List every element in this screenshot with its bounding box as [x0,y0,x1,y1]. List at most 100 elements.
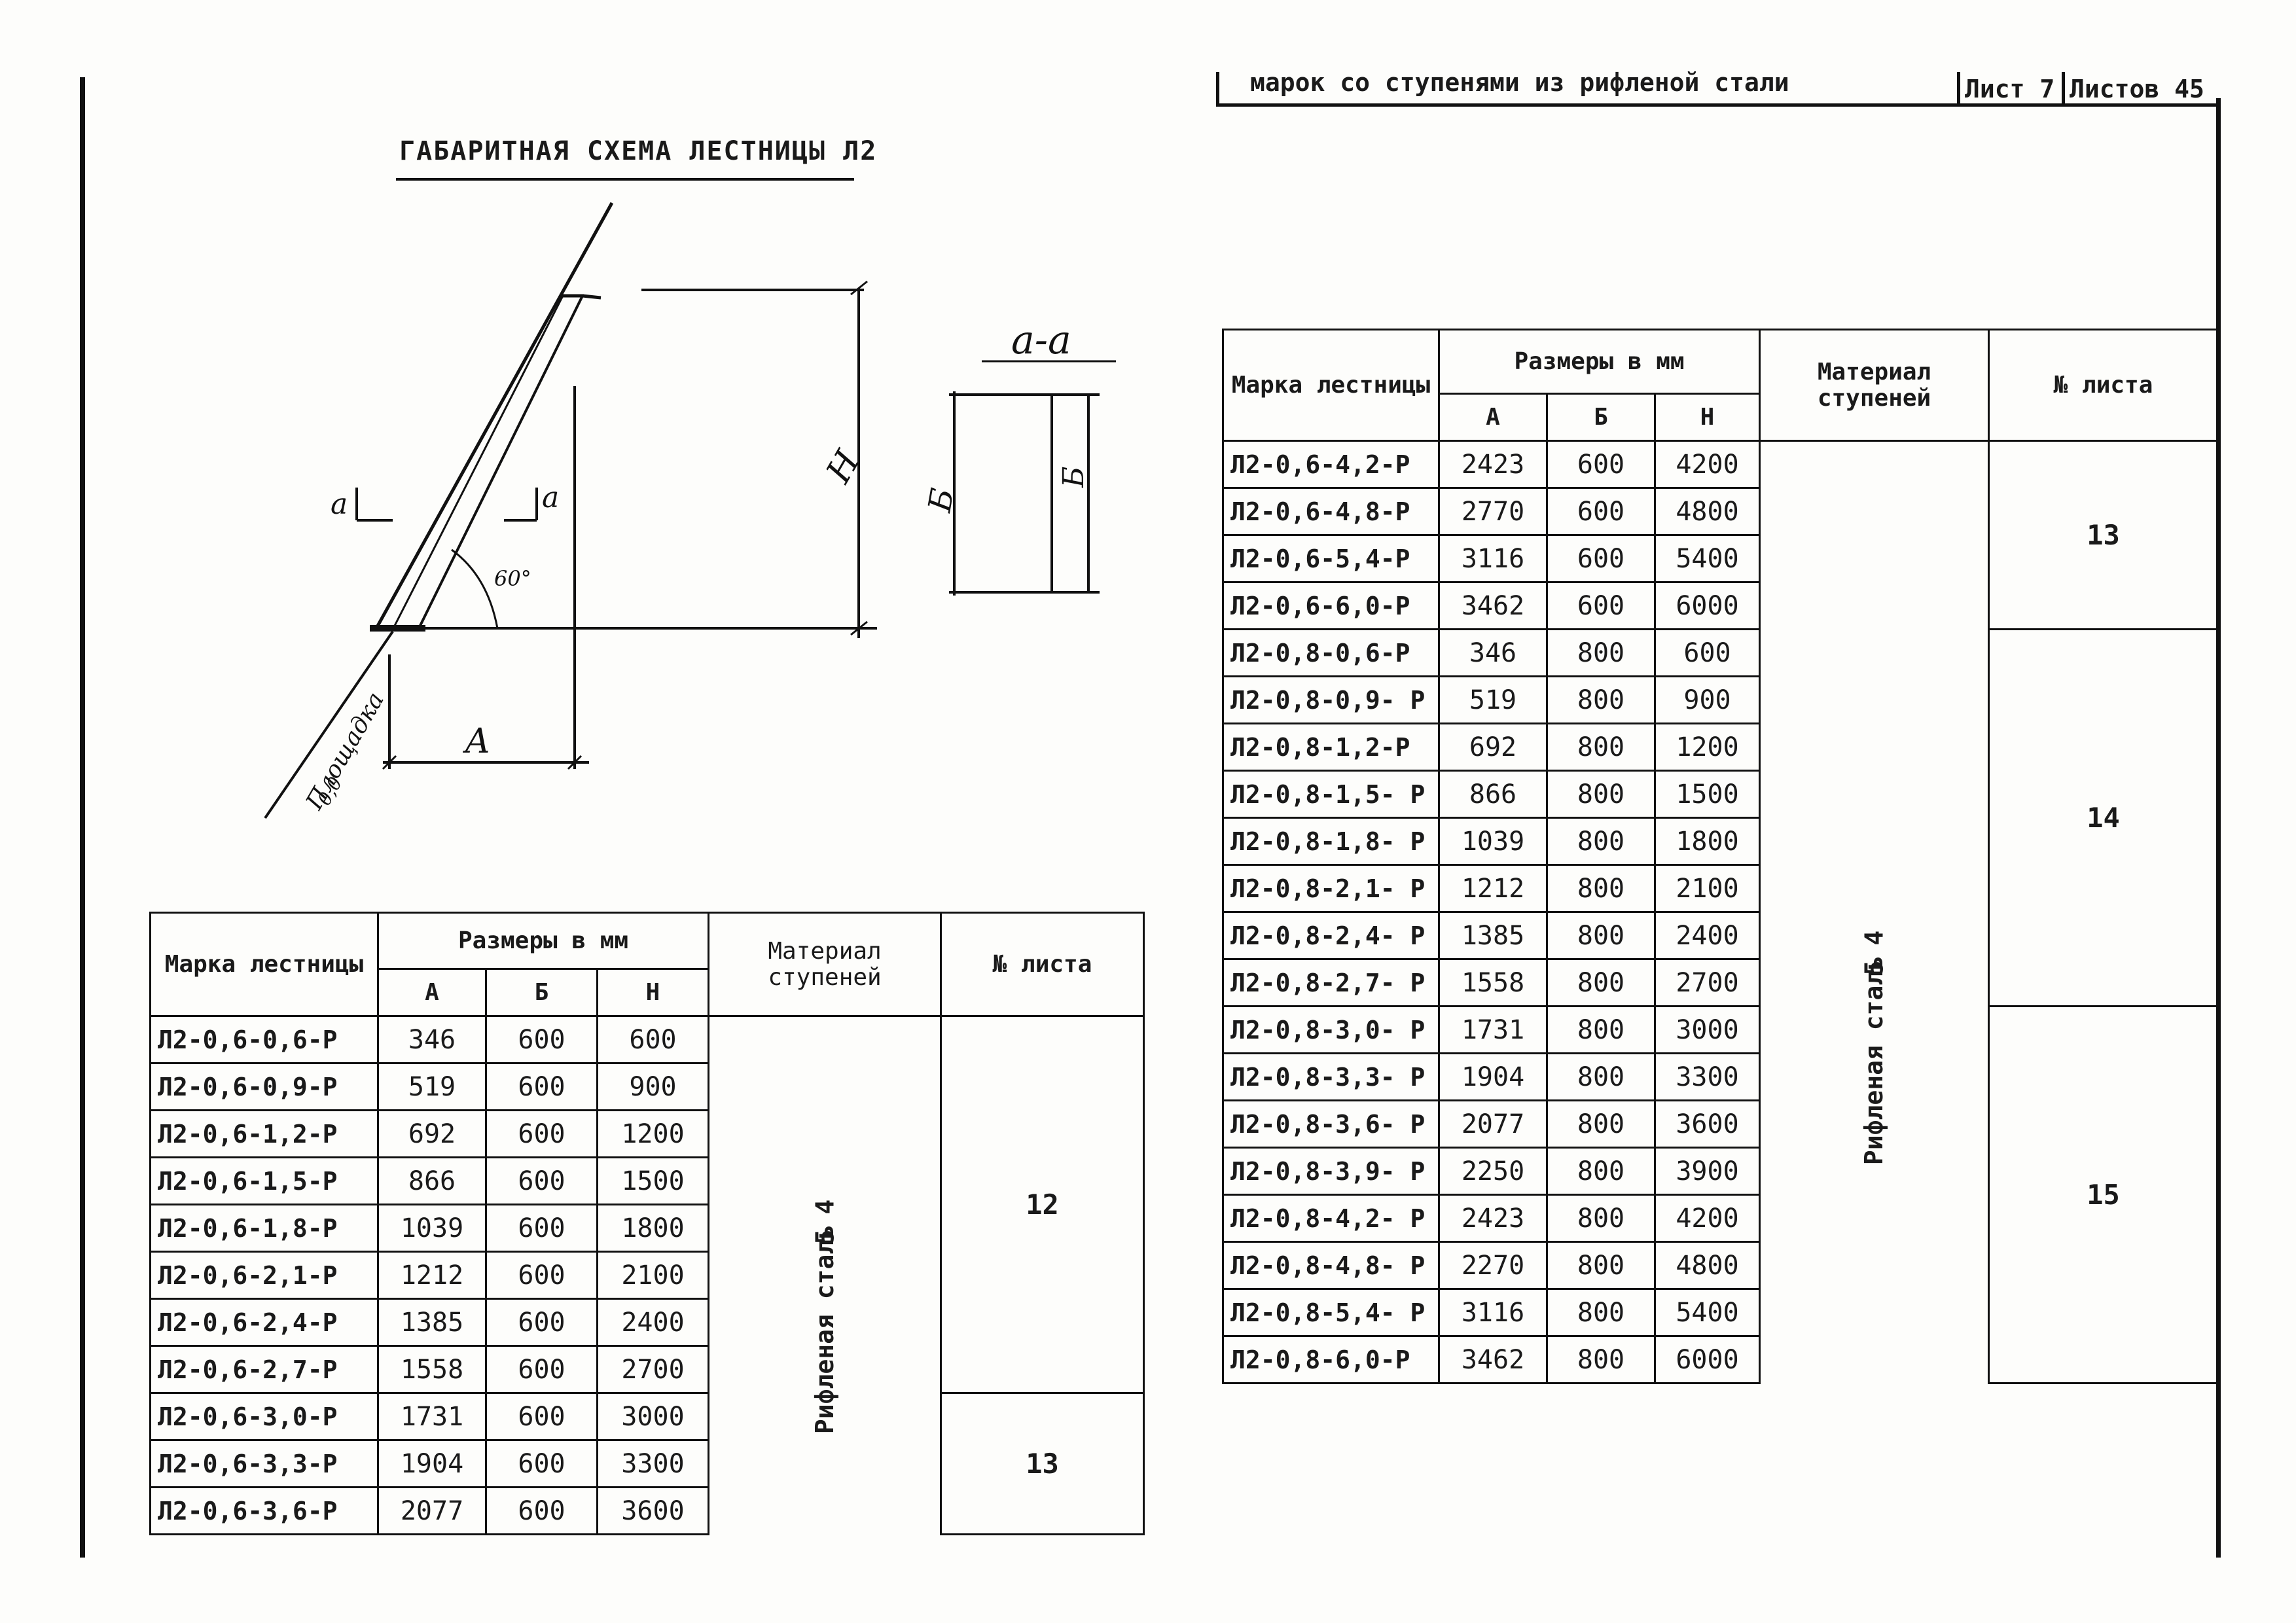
cell-h: 900 [1653,675,1761,724]
cell-mark: Л2-0,6-3,0-Р [149,1392,379,1441]
right-header-h: Н [1653,393,1761,442]
cell-mark: Л2-0,6-3,6-Р [149,1486,379,1535]
right-header-mark: Марка лестницы [1222,329,1440,442]
cell-b: 800 [1546,1005,1656,1054]
scheme-b-section-label: Б [1057,467,1090,488]
cell-mark: Л2-0,6-4,2-Р [1222,440,1440,489]
sheet-number: 15 [2087,1179,2120,1211]
sheet-number-cell: 12 [940,1015,1145,1394]
cell-h: 6000 [1653,1335,1761,1384]
cell-h: 1500 [596,1156,710,1205]
cell-mark: Л2-0,8-1,8- Р [1222,817,1440,866]
cell-mark: Л2-0,8-1,2-Р [1222,722,1440,772]
cell-b: 600 [485,1439,598,1488]
header-sheet-number: Лист 7 [1965,75,2055,103]
cell-b: 800 [1546,911,1656,960]
cell-h: 600 [1653,628,1761,677]
right-margin-line [2216,98,2221,1558]
cell-a: 2270 [1438,1241,1548,1290]
cell-b: 800 [1546,1288,1656,1337]
cell-h: 3000 [596,1392,710,1441]
right-ladder-table: Марка лестницы Размеры в мм Материал сту… [1222,329,2219,1384]
cell-b: 600 [485,1251,598,1300]
cell-b: 600 [1546,534,1656,583]
cell-mark: Л2-0,8-0,9- Р [1222,675,1440,724]
cell-a: 3116 [1438,534,1548,583]
cell-b: 800 [1546,1052,1656,1101]
cell-h: 2700 [1653,958,1761,1007]
sheet-number-cell: 14 [1988,628,2219,1007]
section-rail-profile [1050,393,1090,594]
scheme-a-dim-label: А [462,722,490,761]
ladder-top-hook [582,294,601,300]
cell-h: 2700 [596,1345,710,1394]
left-header-b: Б [485,968,598,1017]
material-blank-cell [1759,440,1990,630]
cell-b: 800 [1546,958,1656,1007]
ladder-rail-inner [418,295,584,629]
header-sheets-count: Листов 45 [2070,75,2204,103]
cell-b: 600 [485,1109,598,1158]
cell-b: 800 [1546,722,1656,772]
cell-h: 2100 [596,1251,710,1300]
ladder-rail-side [393,295,564,628]
scheme-title: ГАБАРИТНАЯ СХЕМА ЛЕСТНИЦЫ Л2 [399,136,878,166]
cell-h: 1200 [596,1109,710,1158]
cell-b: 600 [1546,581,1656,630]
cell-h: 4800 [1653,487,1761,536]
cell-h: 5400 [1653,1288,1761,1337]
material-name-label: Рифленая сталь [810,1224,840,1435]
cell-mark: Л2-0,6-3,3-Р [149,1439,379,1488]
cell-a: 1731 [1438,1005,1548,1054]
cell-b: 800 [1546,628,1656,677]
cell-a: 1212 [377,1251,487,1300]
header-title-text: марок со ступенями из рифленой стали [1250,68,1789,97]
cell-h: 3300 [1653,1052,1761,1101]
cell-mark: Л2-0,6-0,9-Р [149,1062,379,1111]
cell-b: 600 [485,1062,598,1111]
sheet-number-cell: 15 [1988,1005,2219,1384]
cell-mark: Л2-0,6-2,4-Р [149,1298,379,1347]
cell-b: 600 [1546,440,1656,489]
right-header-sheet: № листа [1988,329,2219,442]
cell-a: 1731 [377,1392,487,1441]
right-header-dims: Размеры в мм [1437,329,1761,395]
cell-h: 4200 [1653,440,1761,489]
cell-b: 600 [1546,487,1656,536]
ladder-rail-outer [374,202,614,630]
header-bottom-line [1216,103,2221,107]
cell-b: 800 [1546,770,1656,819]
material-name-label: Рифленая сталь [1859,955,1889,1165]
scheme-title-underline [396,178,854,181]
cell-h: 5400 [1653,534,1761,583]
scheme-a-left-label: а [331,488,348,521]
cell-a: 1385 [377,1298,487,1347]
cell-h: 4800 [1653,1241,1761,1290]
cell-a: 2770 [1438,487,1548,536]
cell-b: 800 [1546,1335,1656,1384]
cell-a: 346 [377,1015,487,1064]
cell-h: 6000 [1653,581,1761,630]
cell-h: 1500 [1653,770,1761,819]
height-tick-bottom [850,620,868,636]
